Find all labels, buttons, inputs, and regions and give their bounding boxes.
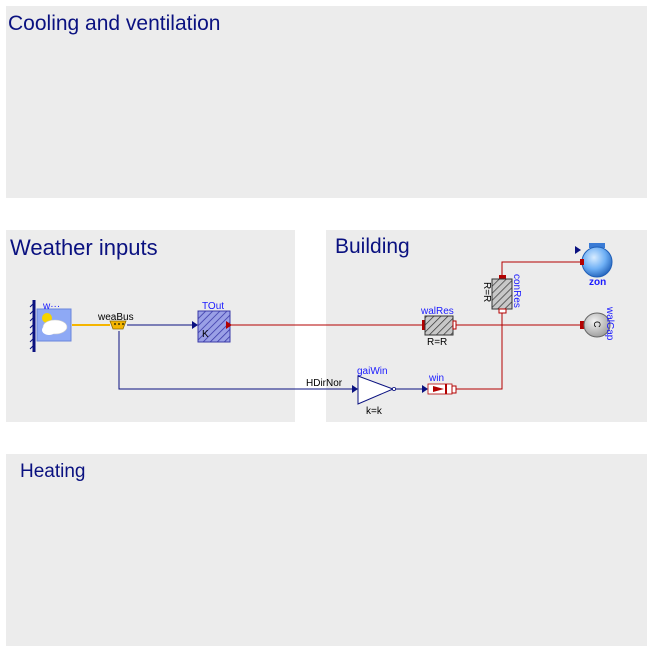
gaiwin-input-arrow <box>352 385 358 393</box>
weather-data-label: w··· <box>42 301 60 312</box>
weabus-connector[interactable]: weaBus <box>97 312 134 330</box>
panel-title-heating: Heating <box>20 461 86 482</box>
gaiwin-name: gaiWin <box>357 366 388 377</box>
conres-name: conRes <box>511 274 522 308</box>
zon-input-arrow <box>575 246 581 254</box>
win-name: win <box>428 373 444 384</box>
weather-data-reader[interactable]: w··· <box>29 300 72 352</box>
walres-param: R=R <box>427 337 447 348</box>
tout-block[interactable]: TOut K <box>192 301 232 343</box>
zon-block[interactable]: zon <box>575 243 613 288</box>
signal-line-hdirnor <box>118 331 352 390</box>
panel-cooling-ventilation: Cooling and ventilation <box>6 6 647 198</box>
walcap-block[interactable]: C walCap <box>580 306 615 341</box>
conres-param: R=R <box>481 282 492 302</box>
walres-block[interactable]: walRes R=R <box>420 306 457 348</box>
heat-line-conres-win <box>455 312 503 390</box>
panel-title-building: Building <box>335 235 410 258</box>
heat-line-conres-zon <box>501 261 582 278</box>
weather-cloud-sun-icon <box>42 313 68 335</box>
panel-heating: Heating <box>6 454 647 646</box>
panel-title-cooling: Cooling and ventilation <box>8 12 221 35</box>
zon-name: zon <box>589 277 606 288</box>
hdirnor-label: HDirNor <box>306 378 343 389</box>
tout-param: K <box>202 329 209 340</box>
gaiwin-block[interactable]: gaiWin k=k <box>352 366 396 417</box>
win-block[interactable]: win <box>422 373 457 395</box>
walcap-param: C <box>592 321 602 328</box>
tout-input-arrow <box>192 321 198 329</box>
tout-name: TOut <box>202 301 224 312</box>
panel-title-weather: Weather inputs <box>10 235 158 260</box>
gaiwin-param: k=k <box>366 406 383 417</box>
walcap-name: walCap <box>604 306 615 341</box>
walres-name: walRes <box>420 306 454 317</box>
conres-block[interactable]: conRes R=R <box>481 274 522 314</box>
connection-lines <box>72 261 582 390</box>
weabus-label: weaBus <box>97 312 134 323</box>
